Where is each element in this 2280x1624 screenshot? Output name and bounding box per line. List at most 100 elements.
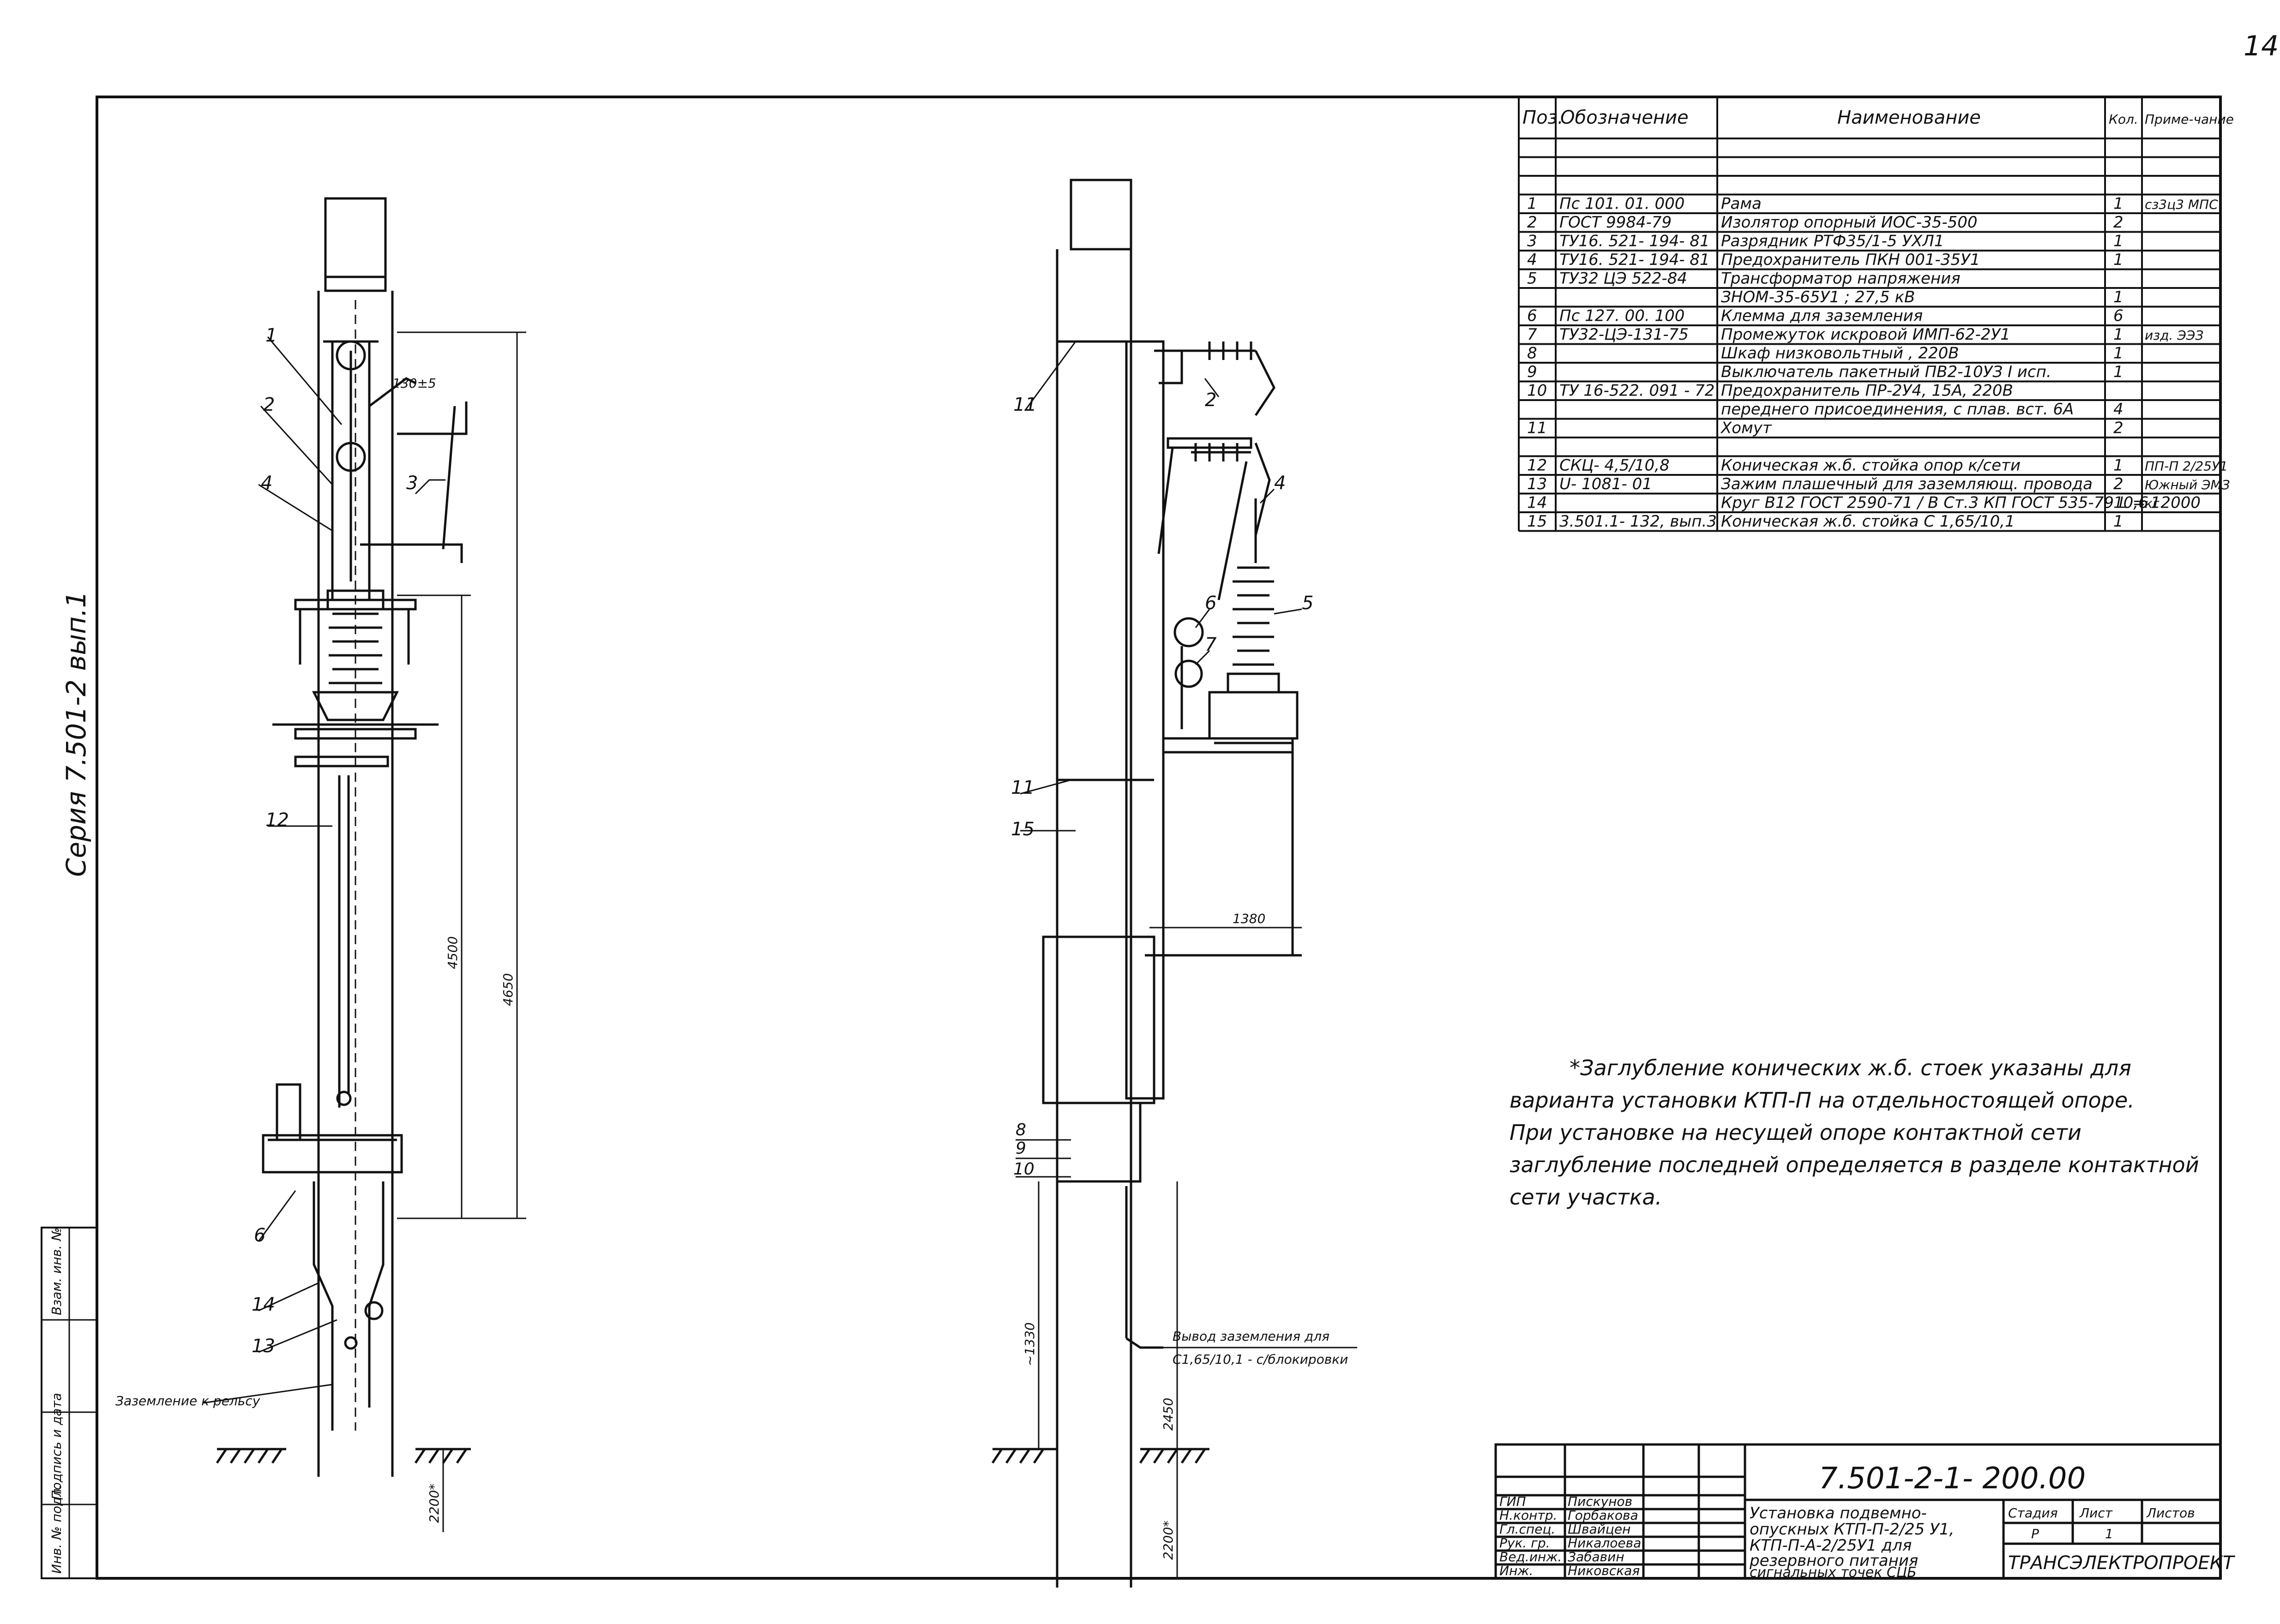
callout: 4: [1274, 473, 1286, 494]
cell-pos: 4: [1527, 251, 1537, 269]
svg-text:Взам. инв. №: Взам. инв. №: [49, 1228, 64, 1315]
note-line: При установке на несущей опоре контактно…: [1510, 1120, 2081, 1145]
role: Вед.инж.: [1499, 1549, 1562, 1564]
cell-name: Хомут: [1720, 419, 1772, 437]
table-header: Приме-чание: [2145, 112, 2234, 127]
cell-name: Трансформатор напряжения: [1721, 270, 1961, 288]
cell-pos: 5: [1527, 270, 1537, 288]
cell-code: ТУ32-ЦЭ-131-75: [1559, 325, 1689, 344]
cell-name: Предохранитель ПР-2У4, 15А, 220В: [1721, 382, 2013, 400]
cell-name: переднего присоединения, с плав. вст. 6А: [1721, 400, 2074, 419]
cell-pos: 7: [1527, 325, 1537, 344]
cell-name: Промежуток искровой ИМП-62-2У1: [1721, 325, 2010, 344]
cell-pos: 11: [1527, 419, 1547, 437]
cell-qty: 1: [2113, 251, 2124, 269]
cell-qty: 6: [2113, 307, 2124, 325]
cell-code: ТУ 16-522. 091 - 72: [1559, 382, 1715, 400]
cell-name: Предохранитель ПКН 001-35У1: [1721, 251, 1980, 269]
cell-name: Коническая ж.б. стойка опор к/сети: [1721, 456, 2021, 475]
cell-name: Рама: [1721, 195, 1762, 213]
sheet-frame: [96, 96, 2222, 1580]
table-header: Поз.: [1522, 107, 1564, 128]
title-line: КТП-П-А-2/25У1 для: [1750, 1536, 1912, 1555]
cell-code: ТУ16. 521- 194- 81: [1559, 251, 1710, 269]
callout: 10: [1013, 1160, 1035, 1179]
callout: 14: [252, 1294, 275, 1315]
drawing-code: 7.501-2-1- 200.00: [1819, 1462, 2086, 1496]
cell-code: ТУ16. 521- 194- 81: [1559, 232, 1710, 251]
ground-label: Заземление к рельсу: [115, 1393, 260, 1408]
cell-note: Южный ЭМЗ: [2145, 477, 2230, 492]
cell-code: 3.501.1- 132, вып.3: [1559, 512, 1717, 531]
cell-note: сз3ц3 МПС: [2145, 197, 2218, 212]
note-line: заглубление последней определяется в раз…: [1510, 1152, 2199, 1177]
callout: 8: [1016, 1121, 1026, 1139]
cell-qty: 4: [2113, 400, 2124, 419]
title-line: Установка подвемно-: [1750, 1504, 1927, 1522]
callout: 12: [265, 809, 289, 831]
table-header: Наименование: [1837, 107, 1981, 128]
note-line: варианта установки КТП-П на отдельностоя…: [1510, 1088, 2135, 1113]
cell-code: ТУ32 ЦЭ 522-84: [1559, 270, 1687, 288]
note-line: *Заглубление конических ж.б. стоек указа…: [1570, 1055, 2131, 1080]
callout: 6: [254, 1225, 265, 1246]
stage-value: Р: [2031, 1526, 2039, 1541]
cell-qty: 2: [2113, 213, 2124, 232]
role: ГИП: [1499, 1494, 1526, 1509]
callout: 9: [1016, 1139, 1026, 1158]
cell-qty: 1: [2113, 456, 2124, 475]
cell-qty: 1: [2113, 344, 2124, 363]
cell-code: Пс 127. 00. 100: [1559, 307, 1684, 325]
dim-1380: 1380: [1233, 911, 1265, 926]
cell-name: Изолятор опорный ИОС-35-500: [1721, 213, 1978, 232]
cell-pos: 2: [1527, 213, 1537, 232]
callout: 15: [1011, 819, 1035, 840]
role: Рук. гр.: [1499, 1535, 1550, 1551]
stage-header: Стадия: [2008, 1505, 2057, 1521]
cell-note: кг: [2145, 496, 2160, 511]
sheet-value: 1: [2105, 1526, 2113, 1541]
cell-pos: 12: [1527, 456, 1547, 475]
callout: 5: [1302, 593, 1313, 614]
title-line: резервного питания: [1749, 1552, 1918, 1570]
cell-qty: 1: [2113, 512, 2124, 531]
organization: ТРАНСЭЛЕКТРОПРОЕКТ: [2008, 1552, 2236, 1574]
cell-name: Разрядник РТФ35/1-5 УХЛ1: [1721, 232, 1944, 251]
cell-name: Клемма для заземления: [1721, 307, 1923, 325]
cell-pos: 1: [1527, 195, 1537, 213]
side-stamp: Инв. № подл. Подпись и дата Взам. инв. №: [41, 1227, 98, 1579]
person: Забавин: [1568, 1549, 1624, 1564]
callout: 13: [252, 1336, 275, 1357]
cell-pos: 9: [1527, 363, 1537, 381]
note-line: сети участка.: [1510, 1185, 1662, 1210]
cell-code: U- 1081- 01: [1559, 475, 1652, 493]
cell-code: Пс 101. 01. 000: [1559, 195, 1684, 213]
cell-note: ПП-П 2/25У1: [2145, 459, 2228, 474]
cell-pos: 15: [1527, 512, 1547, 531]
left-view: [203, 197, 526, 1532]
cell-qty: 2: [2113, 419, 2124, 437]
title-line: сигнальных точек СЦБ: [1750, 1564, 1917, 1581]
callout: 2: [1205, 390, 1216, 411]
cell-qty: 1: [2113, 232, 2124, 251]
svg-text:Инв. № подл.: Инв. № подл.: [49, 1485, 64, 1574]
person: Никовская: [1568, 1563, 1640, 1578]
person: Пискунов: [1568, 1494, 1632, 1509]
right-view: [991, 179, 1357, 1588]
cell-pos: 3: [1527, 232, 1537, 251]
cell-qty: 1: [2113, 288, 2124, 306]
cell-note: изд. ЭЭЗ: [2145, 328, 2203, 343]
callout: 2: [263, 394, 275, 415]
callout: 6: [1205, 593, 1216, 614]
cell-code: СКЦ- 4,5/10,8: [1559, 456, 1670, 475]
cell-pos: 10: [1527, 382, 1547, 400]
dim-1330: ~1330: [1022, 1322, 1037, 1366]
title-block: 7.501-2-1- 200.00 ГИП Н.контр. Гл.спец. …: [1494, 1443, 2236, 1581]
series-label: Серия 7.501-2 вып.1: [60, 591, 92, 877]
svg-text:Подпись и дата: Подпись и дата: [49, 1393, 64, 1500]
cell-name: Коническая ж.б. стойка С 1,65/10,1: [1721, 512, 2015, 531]
cell-code: ГОСТ 9984-79: [1559, 213, 1672, 232]
callout: 3: [406, 473, 418, 494]
sheet-header: Лист: [2079, 1505, 2113, 1521]
